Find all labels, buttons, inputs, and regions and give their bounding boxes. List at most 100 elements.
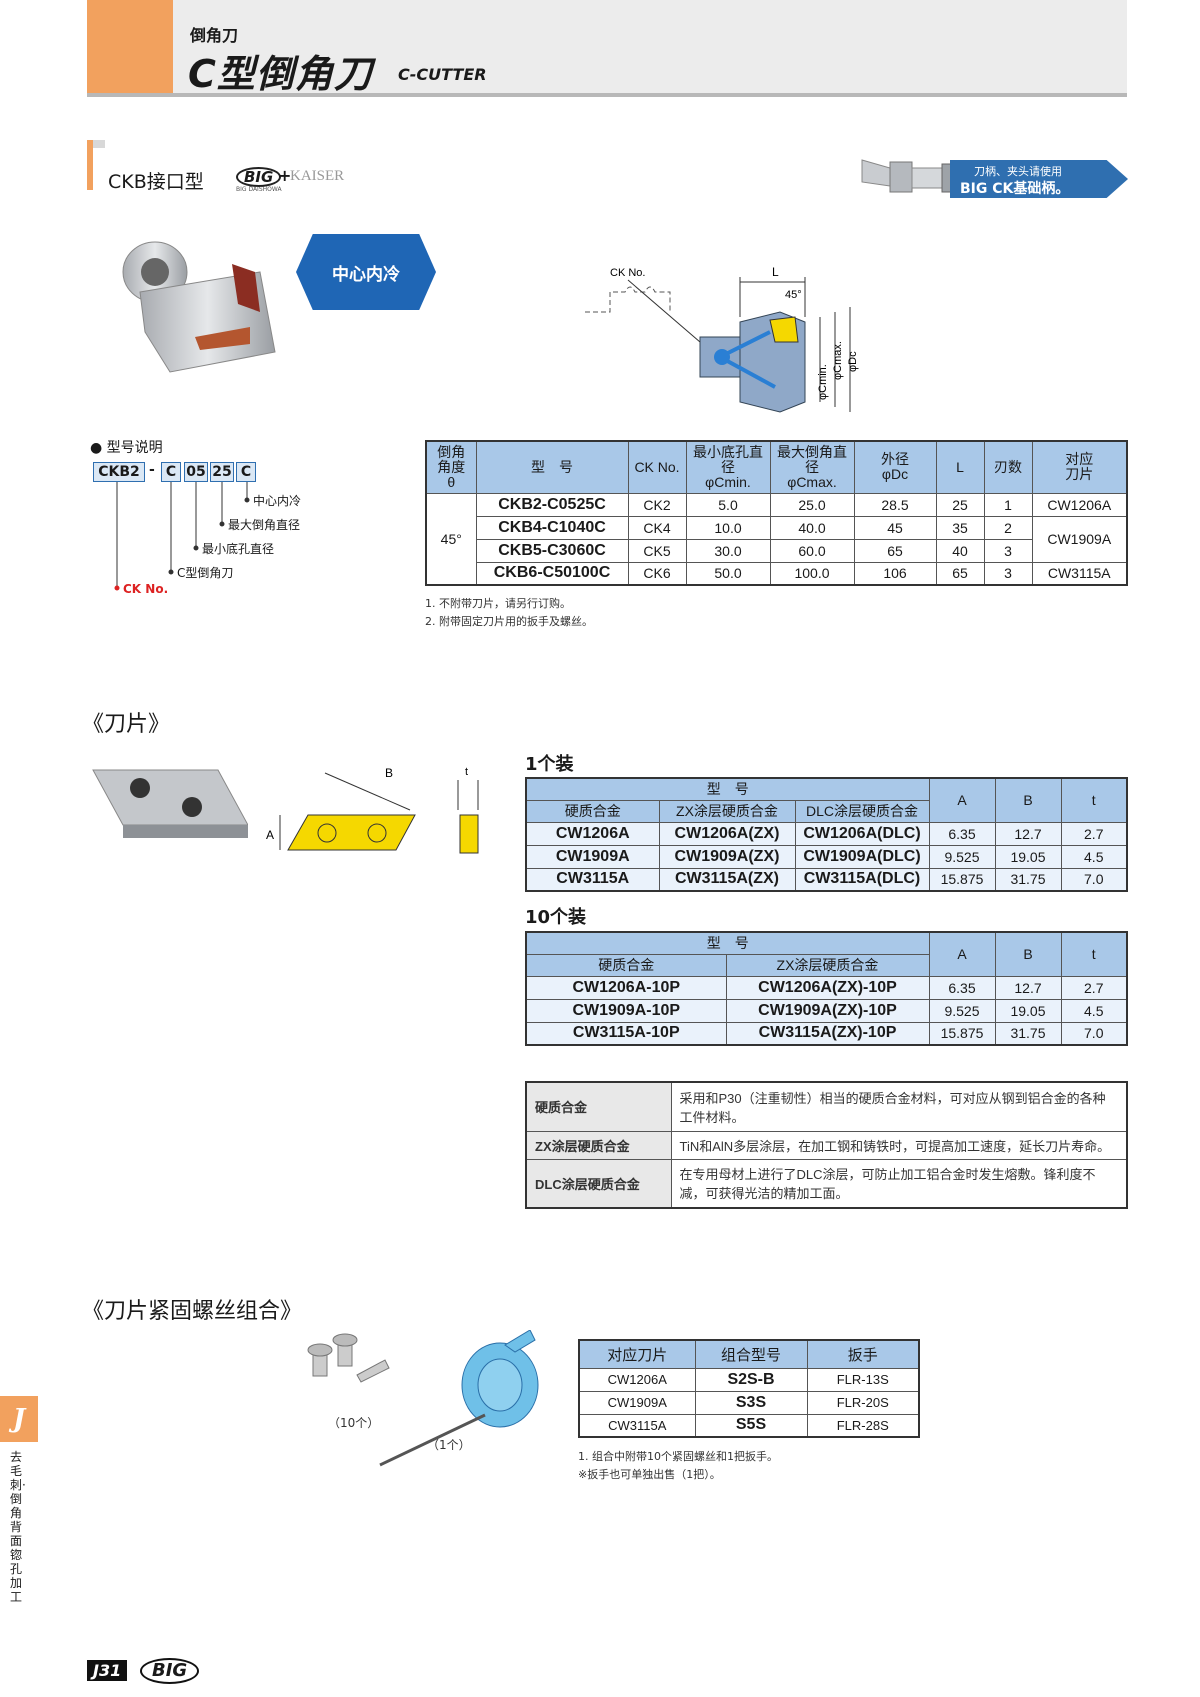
ck-holder-banner[interactable]: 刀柄、夹头请使用 BIG CK基础柄。	[950, 160, 1128, 198]
insert-photo	[92, 769, 248, 838]
table-row: 45° CKB2-C0525C CK2 5.0 25.0 28.5 25 1 C…	[425, 492, 1128, 586]
cell-B: 31.75	[994, 867, 1062, 892]
cell-A: 15.875	[928, 1021, 996, 1046]
label-ck-no: CK No.	[610, 267, 645, 279]
cutter-photo	[122, 241, 276, 373]
chapter-label: 去毛刺·倒角背面锪孔加工	[10, 1450, 26, 1604]
pack1-title: 1个装	[525, 754, 574, 775]
cell-dlc: CW1909A(DLC)	[794, 844, 930, 869]
cell-t: 2.7	[1060, 975, 1128, 1000]
table-row: CKB6-C50100C CK6 50.0 100.0 106 65 3 CW3…	[426, 561, 1128, 586]
chapter-tab[interactable]: J	[0, 1396, 38, 1442]
section-marker	[87, 140, 93, 190]
cell-model: CKB4-C1040C	[475, 515, 629, 540]
insert-table-1pc: 型 号 A B t 硬质合金 ZX涂层硬质合金 DLC涂层硬质合金 CW1206…	[525, 777, 1128, 892]
mat-desc: TiN和AlN多层涂层，在加工钢和铸铁时，可提高加工速度，延长刀片寿命。	[670, 1130, 1128, 1160]
cell-A: 9.525	[928, 844, 996, 869]
cell-model: CKB5-C3060C	[475, 538, 629, 563]
table-row: CW3115A-10P CW3115A(ZX)-10P 15.875 31.75…	[525, 1021, 1128, 1046]
cell-cmin: 30.0	[685, 538, 771, 563]
cell-carbide: CW3115A-10P	[525, 1021, 727, 1046]
table-row: CKB5-C3060C CK5 30.0 60.0 65 40 3	[426, 538, 1127, 563]
mat-desc: 在专用母材上进行了DLC涂层，可防止加工铝合金时发生熔敷。锋利度不减，可获得光洁…	[670, 1158, 1128, 1209]
th-carbide: 硬质合金	[525, 953, 727, 977]
cell-cmax: 25.0	[769, 492, 855, 517]
table-row: CKB4-C1040C CK4 10.0 40.0 45 35 2 CW1909…	[426, 515, 1128, 563]
cell-cmin: 10.0	[685, 515, 771, 540]
label-dc: φDc	[847, 351, 859, 372]
th-B: B	[994, 931, 1062, 977]
table-note-2: 2. 附带固定刀片用的扳手及螺丝。	[425, 615, 593, 628]
insert-table-10pc: 型 号 A B t 硬质合金 ZX涂层硬质合金 CW1206A-10P CW12…	[525, 931, 1128, 1046]
cell-set: S3S	[694, 1390, 808, 1415]
cell-ck: CK5	[627, 538, 687, 563]
screw-set-table: 对应刀片 组合型号 扳手 CW1206A S2S-B FLR-13S CW190…	[578, 1339, 920, 1438]
screw-note-2: ※扳手也可单独出售（1把）。	[578, 1468, 721, 1481]
cell-ck: CK6	[627, 561, 687, 586]
dim-t: t	[465, 766, 468, 778]
cell-cmax: 40.0	[769, 515, 855, 540]
cell-A: 6.35	[928, 975, 996, 1000]
code-ckb: CKB2	[93, 462, 145, 482]
cell-cmax: 100.0	[769, 561, 855, 586]
big-logo: BIG	[236, 167, 282, 187]
th-dc: 外径 φDc	[853, 440, 937, 494]
th-dlc: DLC涂层硬质合金	[794, 799, 930, 823]
cell-model: CKB6-C50100C	[475, 561, 629, 586]
header-accent	[87, 0, 173, 97]
dimension-drawing: CK No. L 45° φCmin. φCmax. φDc	[585, 265, 859, 413]
legend-ck-no: CK No.	[123, 582, 169, 596]
screw-note-1: 1. 组合中附带10个紧固螺丝和1把扳手。	[578, 1450, 778, 1463]
table-row: ZX涂层硬质合金 TiN和AlN多层涂层，在加工钢和铸铁时，可提高加工速度，延长…	[525, 1130, 1128, 1160]
cell-wrench: FLR-28S	[806, 1413, 920, 1438]
cell-zx: CW3115A(ZX)-10P	[725, 1021, 930, 1046]
table-row: CW1206A CW1206A(ZX) CW1206A(DLC) 6.35 12…	[525, 821, 1128, 846]
model-legend-title: ● 型号说明	[90, 440, 163, 456]
table-row: CW1909A-10P CW1909A(ZX)-10P 9.525 19.05 …	[525, 998, 1128, 1023]
cell-carbide: CW1206A	[525, 821, 660, 846]
cell-zx: CW1909A(ZX)	[658, 844, 796, 869]
legend-cmin: 最小底孔直径	[202, 542, 275, 556]
dim-B: B	[385, 766, 393, 780]
th-ck: CK No.	[627, 440, 687, 494]
table-row: CW1206A S2S-B FLR-13S	[578, 1367, 920, 1392]
th-cmin: 最小底孔直径 φCmin.	[685, 440, 771, 494]
mat-desc: 采用和P30（注重韧性）相当的硬质合金材料，可对应从钢到铝合金的各种工件材料。	[670, 1081, 1128, 1132]
cell-B: 12.7	[994, 821, 1062, 846]
cell-t: 7.0	[1060, 1021, 1128, 1046]
pack10-title: 10个装	[525, 907, 587, 928]
cutter-spec-table: 倒角 角度 θ 型 号 CK No. 最小底孔直径 φCmin. 最大倒角直径 …	[425, 440, 1128, 586]
th-L: L	[935, 440, 985, 494]
cell-t: 2.7	[1060, 821, 1128, 846]
screw-wrench-image	[307, 1330, 539, 1467]
header-subtitle: 倒角刀	[190, 26, 239, 45]
cell-t: 7.0	[1060, 867, 1128, 892]
th-teeth: 刃数	[983, 440, 1033, 494]
cell-insert: CW3115A	[1031, 561, 1128, 586]
th-set: 组合型号	[694, 1339, 808, 1369]
table-row: CW3115A S5S FLR-28S	[578, 1413, 920, 1438]
cell-carbide: CW1206A-10P	[525, 975, 727, 1000]
label-L: L	[772, 265, 779, 279]
section-marker-shadow	[93, 140, 105, 148]
mat-name: DLC涂层硬质合金	[525, 1158, 672, 1209]
cell-teeth: 2	[983, 515, 1033, 540]
big-logo-small: BIG DAISHOWA	[236, 186, 282, 193]
inserts-title: 《刀片》	[82, 712, 171, 737]
table-row: CW1206A-10P CW1206A(ZX)-10P 6.35 12.7 2.…	[525, 975, 1128, 1000]
footer-big-logo: BIG	[140, 1658, 200, 1684]
cell-set: S2S-B	[694, 1367, 808, 1392]
cell-teeth: 1	[983, 492, 1033, 517]
table-row: CW3115A CW3115A(ZX) CW3115A(DLC) 15.875 …	[525, 867, 1128, 892]
th-carbide: 硬质合金	[525, 799, 660, 823]
cell-ck: CK2	[627, 492, 687, 517]
cell-dlc: CW1206A(DLC)	[794, 821, 930, 846]
dim-A: A	[266, 828, 274, 842]
cell-ck: CK4	[627, 515, 687, 540]
cell-wrench: FLR-20S	[806, 1390, 920, 1415]
coolant-badge: 中心内冷	[296, 234, 436, 310]
cell-cmin: 5.0	[685, 492, 771, 517]
label-cmax: φCmax.	[832, 341, 844, 380]
cell-carbide: CW3115A	[525, 867, 660, 892]
page-number: J31	[87, 1660, 128, 1681]
